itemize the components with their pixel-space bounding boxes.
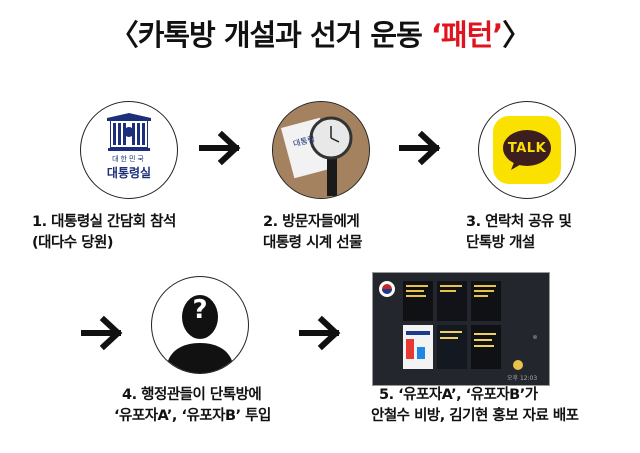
chat-screenshot-image: 오후 12:03 [372, 272, 550, 386]
step-4-caption: 4. 행정관들이 단톡방에 ‘유포자A’, ‘유포자B’ 투입 [114, 387, 271, 424]
arrow-right-icon [299, 315, 341, 351]
seal-large-text: 대통령실 [106, 166, 152, 180]
page-title: 〈카톡방 개설과 선거 운동 ‘패턴’〉 [109, 18, 532, 52]
arrow-right-icon [81, 315, 123, 351]
title-accent: ‘패턴’ [430, 18, 503, 52]
kakaotalk-logo-icon: TALK [478, 101, 576, 199]
chat-time-text: 오후 12:03 [507, 375, 538, 382]
seal-small-text: 대한민국 [112, 155, 146, 163]
talk-logo-text: TALK [507, 141, 547, 156]
step-2-caption: 2. 방문자들에게 대통령 시계 선물 [263, 214, 362, 251]
presidential-seal-icon: 대한민국 대통령실 [80, 101, 178, 199]
arrow-right-icon [199, 130, 241, 166]
question-mark-icon: ? [192, 295, 208, 325]
step-5-caption: 5. ‘유포자A’, ‘유포자B’가 안철수 비방, 김기현 홍보 자료 배포 [371, 387, 579, 424]
anonymous-person-icon: ? [151, 276, 249, 374]
seal-emblem-icon [107, 113, 151, 151]
step-3-caption: 3. 연락처 공유 및 단톡방 개설 [466, 214, 572, 251]
watch-photo-icon: 대통령 [272, 101, 370, 199]
arrow-right-icon [399, 130, 441, 166]
step-1-caption: 1. 대통령실 간담회 참석 (대다수 당원) [32, 214, 176, 251]
